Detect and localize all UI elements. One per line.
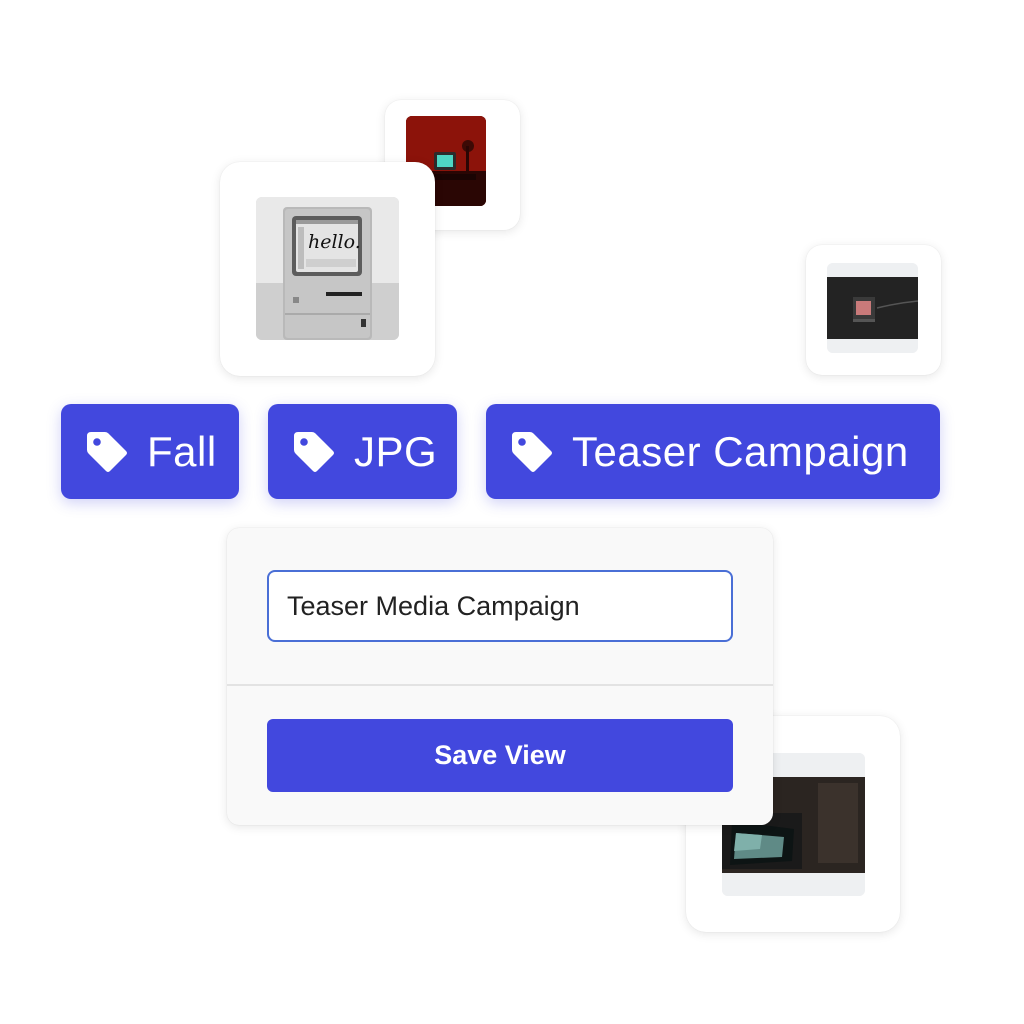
cube-tv-thumbnail <box>827 263 918 353</box>
tag-icon <box>512 431 552 472</box>
tag-chip-fall[interactable]: Fall <box>61 404 239 499</box>
mac-screen-text: hello. <box>308 231 361 253</box>
tag-label: JPG <box>354 427 438 475</box>
cube-tv-image <box>827 263 918 353</box>
save-view-panel: Save View <box>227 528 773 825</box>
tag-label: Fall <box>147 427 217 475</box>
tag-label: Teaser Campaign <box>572 427 909 475</box>
panel-divider <box>227 684 773 686</box>
mac-hello-card[interactable]: hello. <box>220 162 435 376</box>
mac-hello-image <box>256 197 399 340</box>
tag-chip-teaser-campaign[interactable]: Teaser Campaign <box>486 404 940 499</box>
tag-chip-jpg[interactable]: JPG <box>268 404 457 499</box>
cube-tv-card[interactable] <box>806 245 941 375</box>
mac-hello-thumbnail: hello. <box>256 197 399 340</box>
tag-icon <box>294 431 334 472</box>
tag-icon <box>87 431 127 472</box>
save-view-button[interactable]: Save View <box>267 719 733 792</box>
view-name-input[interactable] <box>267 570 733 642</box>
